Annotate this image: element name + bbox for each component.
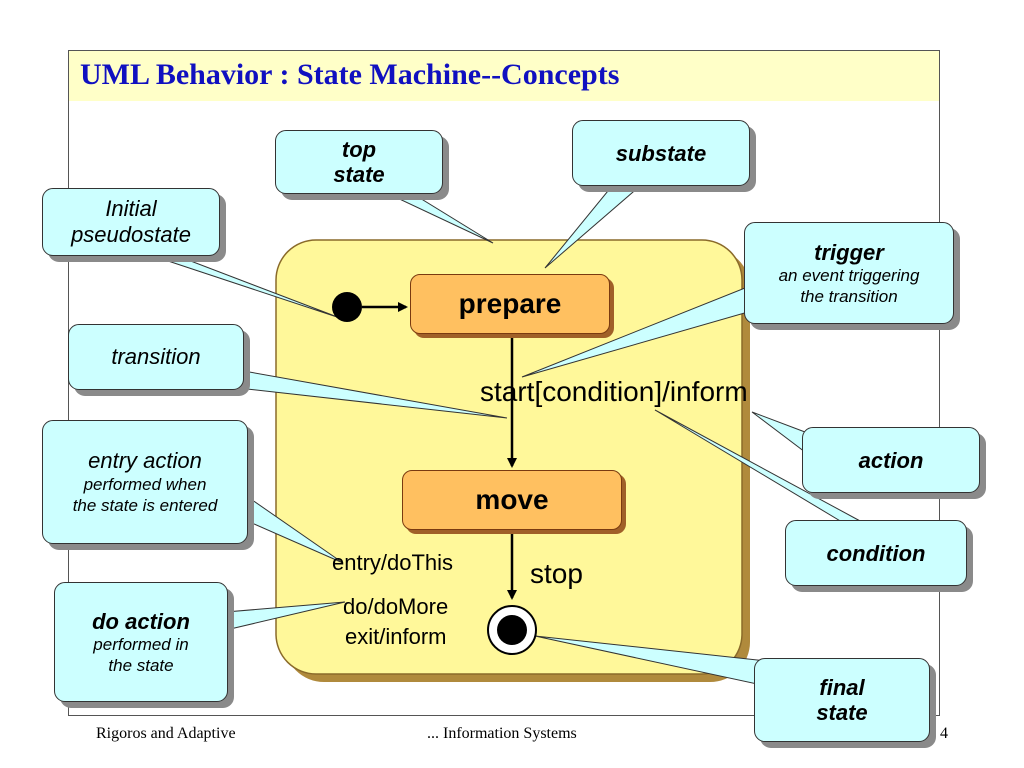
- state-prepare: prepare: [410, 274, 610, 334]
- initial-pseudostate: [332, 292, 362, 322]
- stop-label: stop: [530, 558, 583, 589]
- transition-label: start[condition]/inform: [480, 376, 748, 407]
- slide-title: UML Behavior : State Machine--Concepts: [80, 58, 620, 91]
- callout-condition: condition: [785, 520, 967, 586]
- callout-do-action-title: do action: [92, 608, 190, 634]
- callout-entry-action: entry action performed when the state is…: [42, 420, 248, 544]
- callout-do-action-desc2: the state: [108, 655, 174, 675]
- callout-entry-action-desc2: the state is entered: [72, 496, 218, 515]
- callout-transition-line1: transition: [111, 344, 201, 369]
- callout-trigger-title: trigger: [814, 239, 884, 265]
- entry-label: entry/doThis: [332, 550, 454, 575]
- callout-trigger: trigger an event triggering the transiti…: [744, 222, 954, 324]
- callout-final-state-line2: state: [816, 700, 868, 725]
- callout-top-state-line2: state: [333, 162, 385, 187]
- callout-initial-line2: pseudostate: [71, 222, 191, 247]
- footer-page-number: 4: [940, 725, 948, 742]
- final-state-inner: [497, 615, 527, 645]
- footer-left: Rigoros and Adaptive: [96, 725, 236, 742]
- callout-action: action: [802, 427, 980, 493]
- callout-entry-action-desc1: performed when: [83, 475, 207, 494]
- exit-label: exit/inform: [345, 624, 447, 649]
- callout-top-state-line1: top: [341, 137, 377, 162]
- callout-trigger-desc2: the transition: [800, 286, 898, 306]
- callout-do-action: do action performed in the state: [54, 582, 228, 702]
- substate-pointer: [544, 185, 642, 269]
- callout-top-state: top state: [275, 130, 443, 194]
- do-label: do/doMore: [343, 594, 449, 619]
- callout-final-state: final state: [754, 658, 930, 742]
- top-state-pointer: [375, 187, 494, 244]
- footer-center: ... Information Systems: [427, 725, 577, 742]
- callout-entry-action-title: entry action: [88, 448, 202, 473]
- callout-trigger-desc1: an event triggering: [778, 265, 920, 285]
- callout-do-action-desc1: performed in: [93, 634, 189, 654]
- callout-initial-line1: Initial: [105, 196, 157, 221]
- title-bar: [69, 51, 939, 101]
- callout-action-line1: action: [858, 447, 924, 473]
- state-move: move: [402, 470, 622, 530]
- callout-substate: substate: [572, 120, 750, 186]
- callout-final-state-line1: final: [819, 675, 865, 700]
- callout-transition: transition: [68, 324, 244, 390]
- callout-initial: Initial pseudostate: [42, 188, 220, 256]
- action-pointer: [751, 411, 806, 454]
- callout-condition-line1: condition: [826, 540, 926, 566]
- callout-substate-line1: substate: [615, 140, 707, 166]
